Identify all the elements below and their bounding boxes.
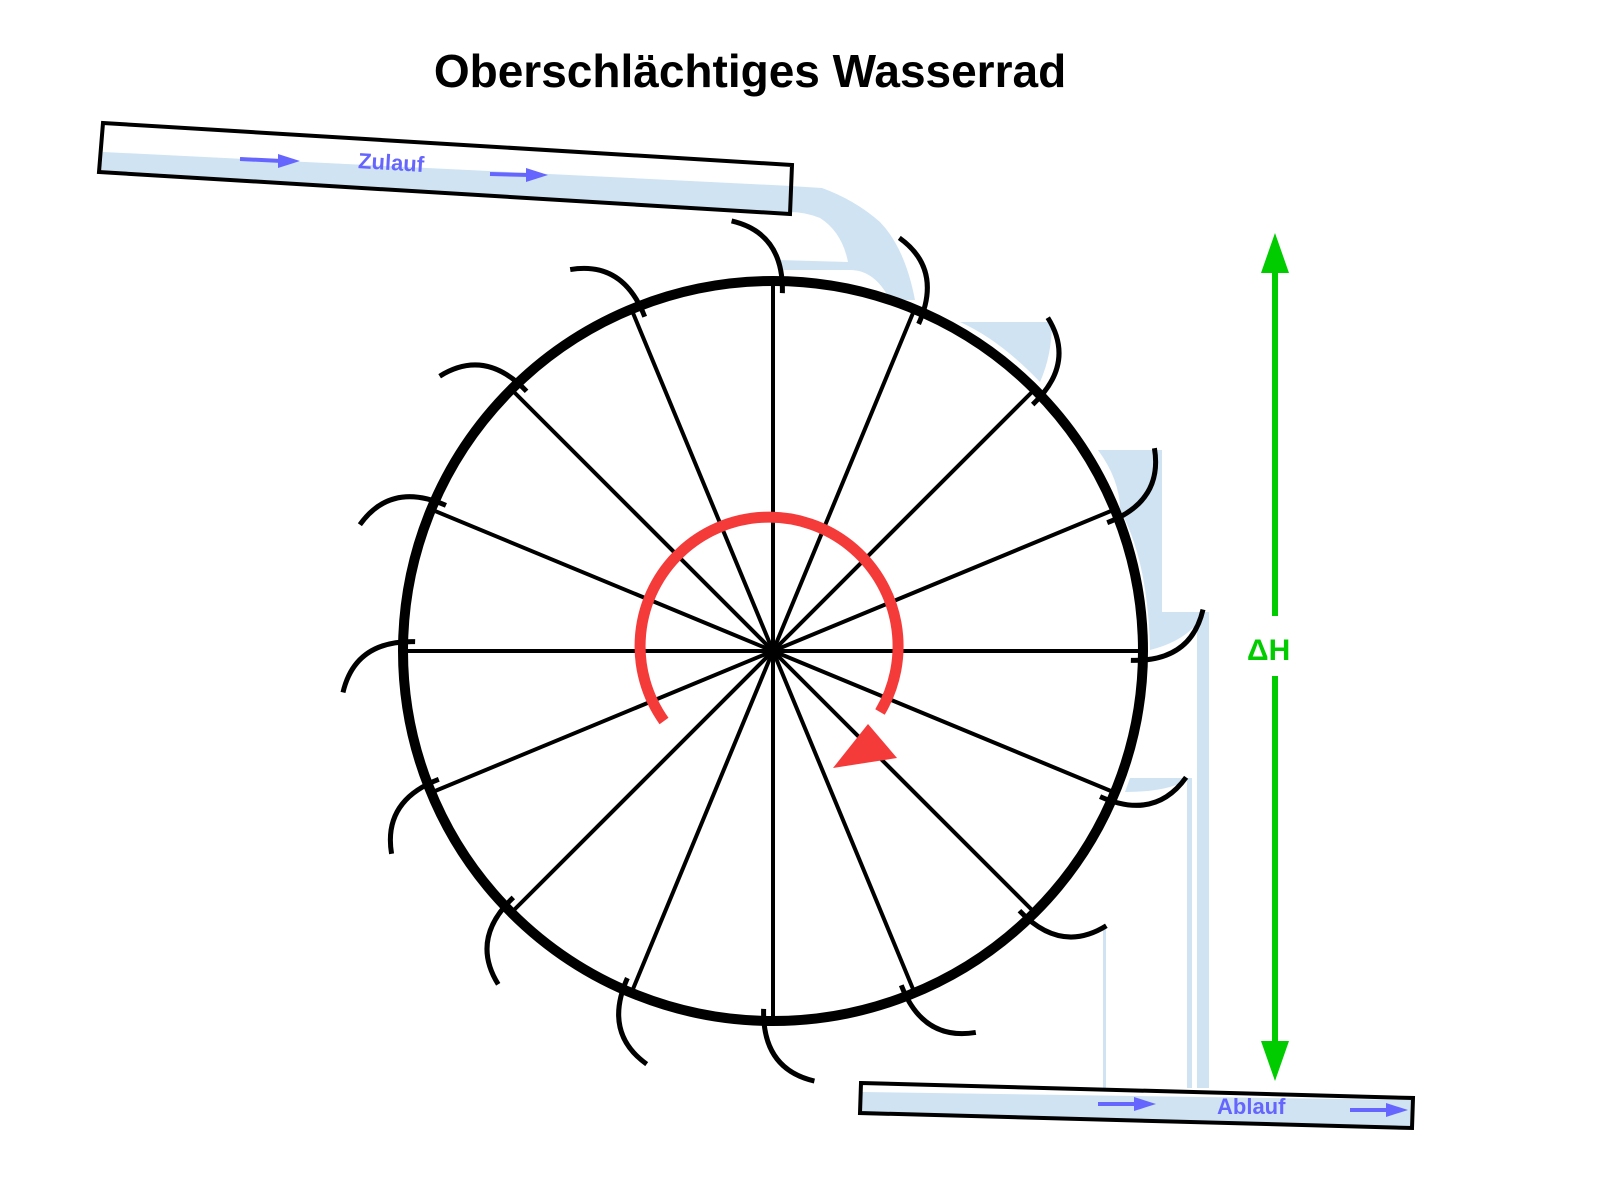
wheel-spoke <box>772 507 1116 653</box>
wheel-spoke <box>771 649 1037 915</box>
wheel-spoke <box>430 507 774 653</box>
wheel-rim <box>398 276 1148 1026</box>
wheel-spoke <box>771 387 1037 653</box>
inflow-arrow-icon <box>489 168 548 182</box>
water-wheel <box>340 218 1206 1084</box>
head-label: ΔH <box>1247 634 1290 667</box>
wheel-spoke <box>771 650 917 994</box>
wheel-spoke <box>772 649 1116 795</box>
water-flow <box>101 152 1411 1126</box>
inflow-channel: Zulauf <box>96 120 795 217</box>
wheel-spoke <box>771 308 917 652</box>
arrow-down-icon <box>1261 1041 1289 1081</box>
wheel-spoke <box>509 387 775 653</box>
outflow-arrow-icon <box>1098 1097 1156 1111</box>
diagram-title: Oberschlächtiges Wasserrad <box>433 45 1067 97</box>
wheel-spoke <box>509 649 775 915</box>
wheel-spoke <box>430 649 774 795</box>
wheel-hub <box>766 644 780 658</box>
rotation-arrow-icon <box>634 511 904 768</box>
arrow-up-icon <box>1261 233 1289 273</box>
wheel-spoke <box>629 650 775 994</box>
inflow-arrow-icon <box>239 154 300 168</box>
inflow-label: Zulauf <box>357 148 425 177</box>
outflow-channel: Ablauf <box>857 1080 1416 1131</box>
outflow-arrow-icon <box>1350 1103 1408 1117</box>
wheel-spokes <box>403 281 1143 1021</box>
outflow-label: Ablauf <box>1217 1094 1286 1119</box>
wheel-spoke <box>629 308 775 652</box>
head-difference-arrow: ΔH <box>1247 233 1290 1081</box>
